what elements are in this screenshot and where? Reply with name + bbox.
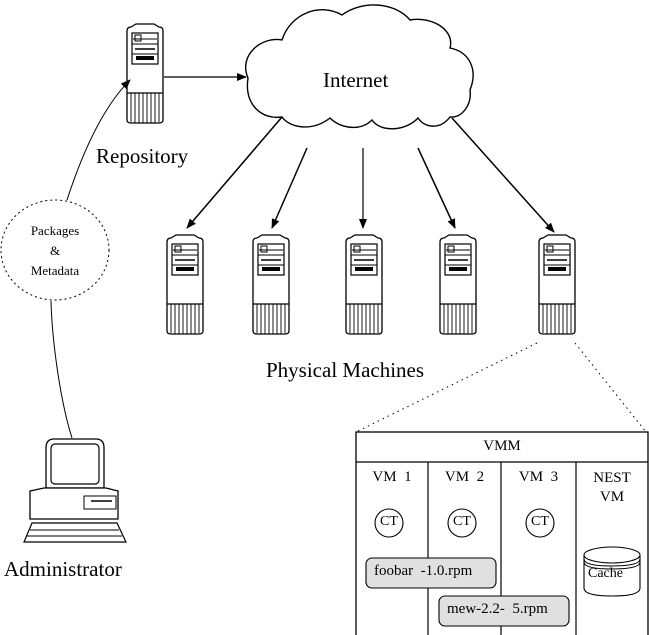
nest-label-line1: NEST — [593, 470, 631, 486]
cache-label: Cache — [588, 566, 623, 581]
ct-circle-vm1 — [374, 508, 404, 538]
administrator-label: Administrator — [4, 557, 122, 581]
cache-cylinder-icon — [583, 546, 641, 597]
nest-label-line2: VM — [599, 489, 625, 505]
ct-circle-vm3 — [525, 508, 555, 538]
ct-label-vm3: CT — [531, 514, 549, 529]
vm1-label: VM 1 — [372, 469, 412, 485]
physical-machine-icon — [538, 234, 576, 335]
physical-machine-icon — [166, 234, 204, 335]
admin-to-packages-line — [50, 300, 73, 439]
ampersand-line: & — [49, 243, 61, 258]
internet-label: Internet — [323, 68, 389, 92]
package-pill-foobar — [365, 557, 497, 589]
ct-circle-vm2 — [447, 508, 477, 538]
physical-machines-label: Physical Machines — [266, 358, 425, 382]
internet-cloud — [245, 4, 474, 130]
vmm-box — [355, 431, 649, 635]
packages-metadata-text: Packages & Metadata — [0, 221, 110, 281]
nest-vm-label: NEST VM — [576, 469, 648, 507]
vm3-label: VM 3 — [518, 469, 559, 485]
metadata-line: Metadata — [30, 263, 80, 278]
vmm-title: VMM — [483, 438, 521, 454]
physical-machine-icon — [345, 234, 383, 335]
repository-server-icon — [126, 23, 164, 124]
zoom-guide-right — [574, 342, 647, 433]
internet-to-machine-2-arrow — [271, 147, 308, 229]
physical-machine-icon — [439, 234, 477, 335]
package-foobar-label: foobar -1.0.rpm — [374, 563, 473, 579]
repository-label: Repository — [96, 144, 189, 168]
physical-machine-icon — [252, 234, 290, 335]
packages-to-repository-arrow — [66, 79, 131, 201]
package-mew-label: mew-2.2- 5.rpm — [447, 601, 548, 617]
vm2-label: VM 2 — [444, 469, 485, 485]
ct-label-vm2: CT — [453, 514, 471, 529]
internet-to-machine-5-arrow — [451, 117, 555, 233]
package-pill-mew — [438, 595, 570, 627]
administrator-computer-icon — [23, 438, 127, 543]
internet-to-machine-1-arrow — [186, 116, 283, 229]
ct-label-vm1: CT — [380, 514, 398, 529]
packages-metadata-bubble — [0, 199, 110, 301]
zoom-guide-left — [355, 342, 538, 433]
packages-line: Packages — [30, 223, 80, 238]
internet-to-machine-4-arrow — [417, 147, 456, 229]
